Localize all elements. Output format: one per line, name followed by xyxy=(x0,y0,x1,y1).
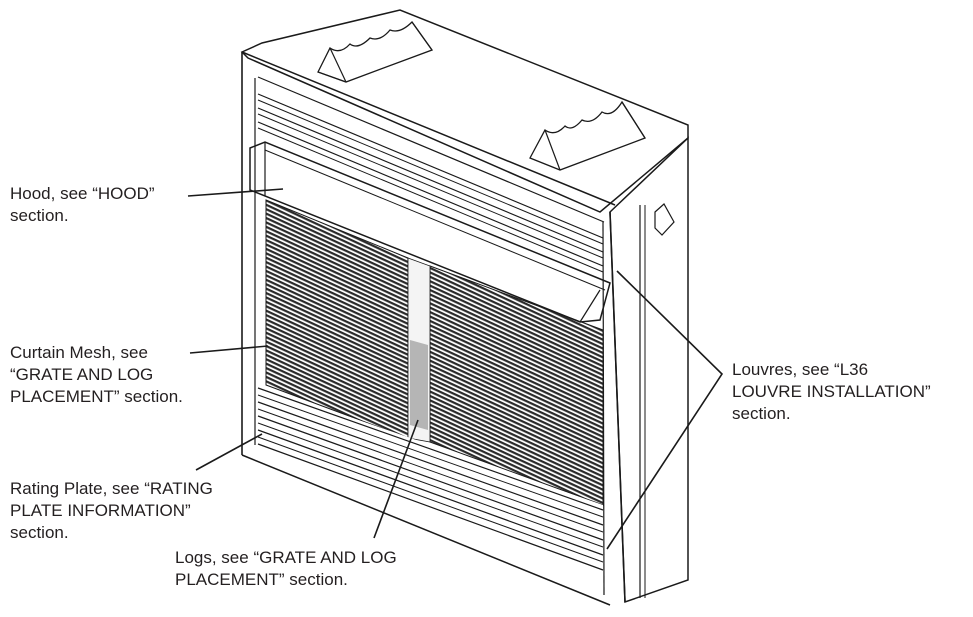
top-vent-bracket-right xyxy=(529,100,646,171)
curtain-mesh-leader xyxy=(189,345,269,354)
hood-leader xyxy=(187,188,284,197)
louvres-callout: Louvres, see “L36 LOUVRE INSTALLATION” s… xyxy=(732,360,931,423)
cabinet-top xyxy=(240,9,689,223)
rating-plate-leader xyxy=(195,433,263,471)
rating-plate-callout: Rating Plate, see “RATING PLATE INFORMAT… xyxy=(10,479,213,542)
top-vent-bracket-left xyxy=(317,20,434,83)
curtain-mesh-drawing xyxy=(265,199,604,506)
bottom-louvres xyxy=(257,385,604,590)
logs-callout: Logs, see “GRATE AND LOG PLACEMENT” sect… xyxy=(175,548,397,589)
logs-leader xyxy=(373,419,419,539)
top-louvres xyxy=(257,93,604,273)
louvres-leader xyxy=(606,270,724,550)
hood-callout: Hood, see “HOOD” section. xyxy=(10,184,155,225)
leader-lines xyxy=(187,188,724,550)
curtain-mesh-callout: Curtain Mesh, see “GRATE AND LOG PLACEME… xyxy=(10,343,183,406)
hood-drawing xyxy=(249,141,611,323)
